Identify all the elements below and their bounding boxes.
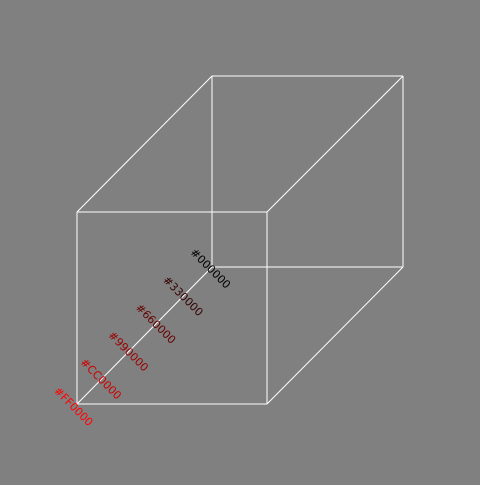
top-left-depth-edge: [76, 75, 213, 213]
bottom-right-depth-edge: [266, 266, 404, 405]
color-label: #FF0000: [51, 384, 95, 428]
cube-edges: [76, 75, 404, 405]
bottom-left-depth-edge: [76, 266, 213, 405]
top-right-depth-edge: [266, 75, 404, 213]
